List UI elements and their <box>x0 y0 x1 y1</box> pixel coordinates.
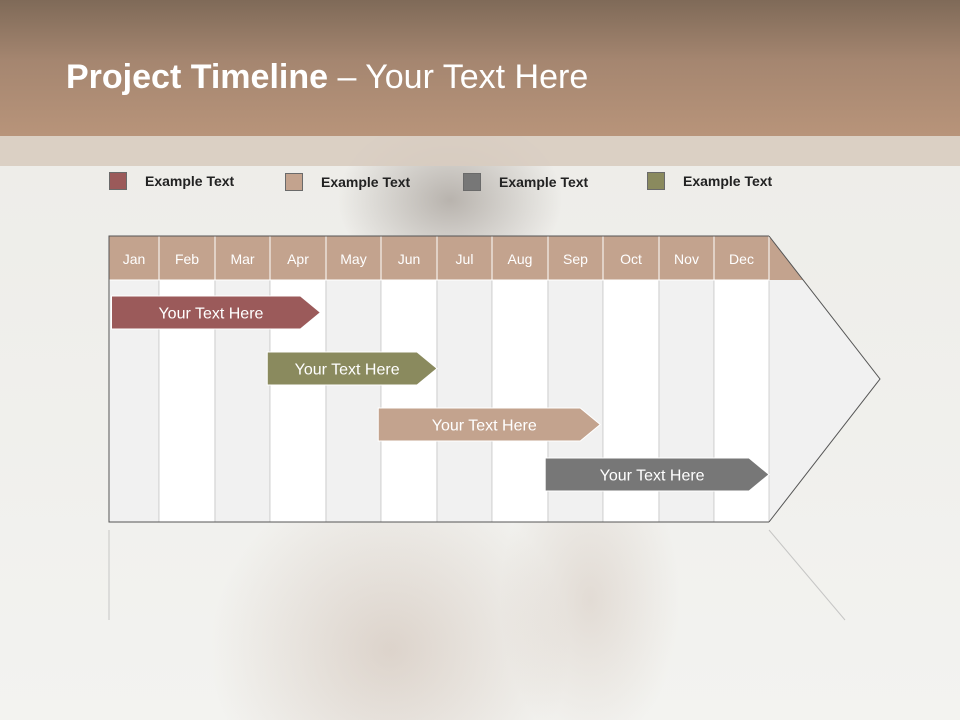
legend-swatch <box>109 172 127 190</box>
task-label: Your Text Here <box>432 418 537 435</box>
legend-swatch <box>647 172 665 190</box>
month-header <box>380 235 438 281</box>
task-bar <box>111 295 322 330</box>
page-title: Project Timeline – Your Text Here <box>66 58 588 97</box>
legend-item-3: Example Text <box>463 171 588 193</box>
month-label: Jul <box>456 251 474 267</box>
month-header <box>658 235 715 281</box>
legend-label: Example Text <box>145 173 235 189</box>
month-label: May <box>340 251 366 267</box>
month-header <box>158 235 216 281</box>
title-bold: Project Timeline <box>66 58 329 96</box>
title-rest: – Your Text Here <box>328 58 589 96</box>
header-band <box>0 0 960 136</box>
month-column <box>436 279 493 523</box>
month-label: Mar <box>230 251 254 267</box>
task-label: Your Text Here <box>158 306 263 323</box>
month-label: Sep <box>563 251 588 267</box>
legend-label: Example Text <box>683 173 773 189</box>
timeline-frame <box>108 235 769 523</box>
timeline-arrow-body <box>769 280 880 522</box>
task-bar <box>377 407 602 442</box>
legend-swatch <box>463 173 481 191</box>
month-label: Nov <box>674 251 699 267</box>
month-label: Feb <box>175 251 199 267</box>
task-label: Your Text Here <box>600 468 705 485</box>
month-column <box>491 279 549 523</box>
legend-item-1: Example Text <box>109 170 234 192</box>
month-header <box>214 235 271 281</box>
task-label: Your Text Here <box>295 362 400 379</box>
legend-swatch <box>285 173 303 191</box>
month-label: Apr <box>287 251 309 267</box>
task-bar <box>544 457 770 492</box>
month-label: Oct <box>620 251 642 267</box>
legend-item-4: Example Text <box>647 170 772 192</box>
month-header <box>713 235 770 281</box>
month-label: Dec <box>729 251 754 267</box>
legend-label: Example Text <box>321 174 411 190</box>
month-label: Jun <box>398 251 421 267</box>
task-bar <box>266 351 438 386</box>
month-label: Aug <box>508 251 533 267</box>
month-label: Jan <box>123 251 146 267</box>
month-column <box>380 279 438 523</box>
timeline-arrow-outline <box>768 235 881 523</box>
reflection-line <box>768 529 846 621</box>
header-subband <box>0 136 960 166</box>
month-column <box>325 279 382 523</box>
legend-label: Example Text <box>499 174 589 190</box>
legend-item-2: Example Text <box>285 171 410 193</box>
